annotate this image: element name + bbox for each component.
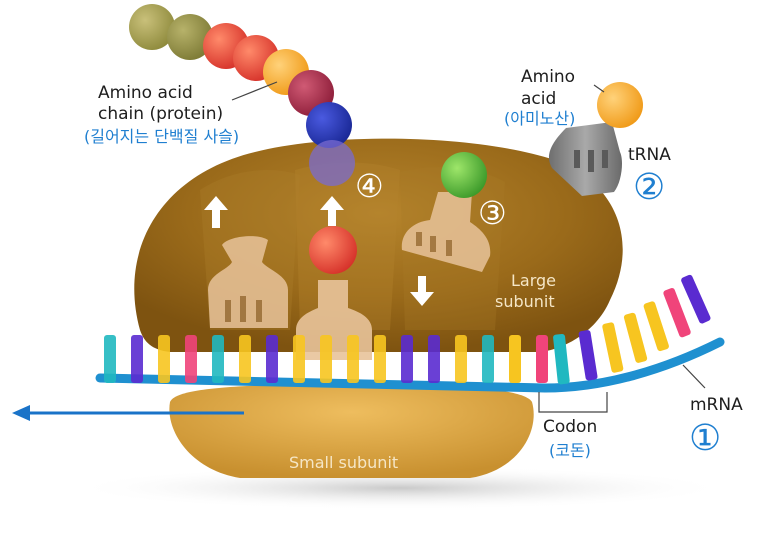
chain-bead bbox=[167, 14, 213, 60]
small-subunit bbox=[169, 384, 534, 478]
step-2-marker: ② bbox=[633, 167, 666, 208]
small-subunit-label: Small subunit bbox=[289, 453, 399, 472]
motion-arrows bbox=[204, 196, 434, 306]
chain-bead bbox=[129, 4, 175, 50]
down-arrow bbox=[410, 276, 434, 306]
nucleotide-base bbox=[131, 335, 143, 383]
free-trna bbox=[548, 122, 622, 196]
amino-leader-line bbox=[593, 84, 605, 93]
nucleotide-base bbox=[428, 335, 440, 383]
chain-label-en-1: Amino acid bbox=[98, 83, 193, 103]
step-3-marker: ③ bbox=[478, 194, 507, 232]
nucleotide-base bbox=[185, 335, 197, 383]
chain-leader-line bbox=[231, 81, 278, 101]
up-arrow bbox=[320, 196, 344, 226]
nucleotide-base bbox=[293, 335, 305, 383]
nucleotide-base bbox=[553, 333, 570, 385]
nucleotide-base bbox=[681, 274, 711, 324]
amino-label-en-2: acid bbox=[521, 89, 557, 109]
direction-arrowhead bbox=[12, 405, 30, 421]
amino-acid-in-site bbox=[309, 226, 357, 274]
nucleotide-base bbox=[158, 335, 170, 383]
chain-bead bbox=[309, 140, 355, 186]
trna-exiting bbox=[208, 236, 288, 328]
chain-bead bbox=[306, 102, 352, 148]
large-subunit-label-1: Large bbox=[511, 271, 557, 290]
nucleotide-base bbox=[509, 335, 521, 383]
nucleotide-base bbox=[374, 335, 386, 383]
nucleotide-base bbox=[320, 335, 332, 383]
codon-label: Codon bbox=[543, 417, 598, 437]
up-arrow bbox=[204, 196, 228, 228]
trna-entering bbox=[401, 192, 491, 272]
nucleotide-base bbox=[602, 322, 624, 373]
nucleotide-base bbox=[578, 330, 598, 381]
nucleotide-base bbox=[104, 335, 116, 383]
nucleotide-base bbox=[663, 288, 691, 338]
nucleotide-base bbox=[536, 335, 548, 383]
chain-label-ko: (길어지는 단백질 사슬) bbox=[84, 127, 240, 146]
nucleotide-base bbox=[643, 301, 669, 352]
amino-label-ko: (아미노산) bbox=[504, 109, 576, 128]
mrna-strand bbox=[95, 337, 725, 393]
codon-bracket bbox=[538, 392, 608, 413]
step-4-marker: ④ bbox=[355, 167, 384, 205]
nucleotide-base bbox=[455, 335, 467, 383]
large-subunit-label-2: subunit bbox=[495, 292, 555, 311]
amino-label-en-1: Amino bbox=[521, 67, 576, 87]
nucleotide-base bbox=[623, 312, 648, 363]
nucleotide-base bbox=[212, 335, 224, 383]
nucleotide-base bbox=[239, 335, 251, 383]
nucleotide-base bbox=[401, 335, 413, 383]
chain-label-en-2: chain (protein) bbox=[98, 104, 224, 124]
nucleotide-base bbox=[266, 335, 278, 383]
step-1-marker: ① bbox=[689, 418, 722, 459]
amino-acid-green bbox=[441, 152, 487, 198]
mrna-leader-line bbox=[682, 364, 706, 389]
mrna-label: mRNA bbox=[690, 395, 743, 415]
codon-label-ko: (코돈) bbox=[549, 441, 591, 460]
nucleotide-base bbox=[347, 335, 359, 383]
mrna-bases bbox=[104, 274, 711, 385]
trna-label: tRNA bbox=[628, 145, 671, 165]
amino-acid-chain bbox=[129, 4, 355, 186]
free-amino-acid bbox=[597, 82, 643, 128]
nucleotide-base bbox=[482, 335, 494, 383]
